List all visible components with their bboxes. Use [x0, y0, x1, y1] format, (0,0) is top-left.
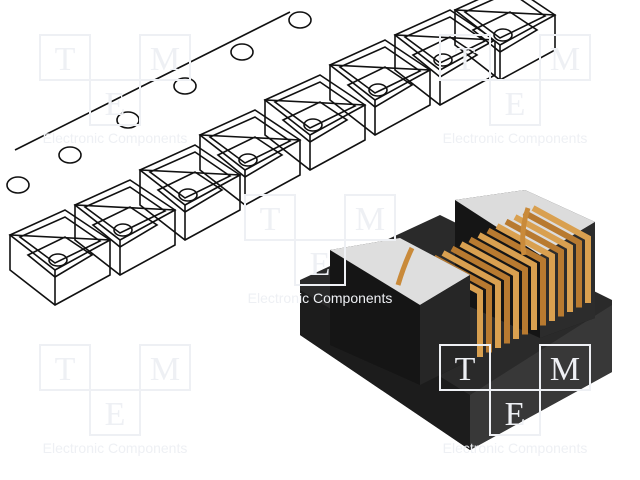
- tape-pocket: [138, 144, 242, 241]
- pocket-hole: [368, 83, 388, 97]
- watermark-letter: E: [505, 86, 526, 123]
- winding-turn: [486, 227, 546, 326]
- pocket-inner-rim: [18, 216, 102, 264]
- watermark-box: [539, 344, 591, 391]
- watermark-letter: M: [355, 201, 385, 238]
- watermark-box: [39, 344, 91, 391]
- watermark-box: [344, 194, 396, 241]
- winding-turn: [459, 241, 519, 339]
- sprocket-hole: [6, 176, 30, 194]
- winding-turn: [495, 223, 555, 321]
- pocket-floor: [91, 206, 159, 248]
- watermark-letter: E: [310, 246, 331, 283]
- pocket-hole: [493, 28, 513, 42]
- pocket-inner-rim: [208, 116, 292, 164]
- pocket-floor: [346, 66, 414, 108]
- sprocket-hole: [58, 146, 82, 164]
- pocket-wall: [329, 64, 431, 136]
- pocket-hole: [178, 188, 198, 202]
- watermark-logo: T ME Electronic Components: [439, 344, 591, 456]
- watermark-box: [89, 389, 141, 436]
- watermark-letter: T: [55, 351, 76, 388]
- tape-pocket: [73, 179, 177, 276]
- watermark-tagline: Electronic Components: [43, 440, 188, 456]
- watermark-tagline: Electronic Components: [443, 130, 588, 146]
- pocket-wall: [199, 134, 301, 206]
- watermark-box: [439, 344, 491, 391]
- watermark-box: [489, 389, 541, 436]
- pocket-floor: [411, 36, 479, 78]
- watermark-letter: M: [550, 351, 580, 388]
- watermark-tagline: Electronic Components: [248, 290, 393, 306]
- pocket-inner-rim: [338, 46, 422, 94]
- inductor-component: [300, 190, 612, 450]
- watermark-box: [139, 344, 191, 391]
- watermark-logo: T ME Electronic Components: [39, 344, 191, 456]
- watermark-box: [89, 79, 141, 126]
- tape-pocket: [8, 209, 112, 306]
- pocket-wall: [264, 99, 366, 171]
- watermark-letter: E: [505, 396, 526, 433]
- pocket-inner-rim: [463, 0, 547, 39]
- left-wire-lead: [395, 246, 415, 286]
- copper-winding: [423, 205, 591, 357]
- pocket-floor: [26, 236, 94, 278]
- watermark-logo: T ME Electronic Components: [439, 34, 591, 146]
- pocket-wall: [74, 204, 176, 276]
- watermark-letter: T: [260, 201, 281, 238]
- pocket-hole: [238, 153, 258, 167]
- pocket-wall: [9, 234, 111, 306]
- pocket-floor: [156, 171, 224, 213]
- watermark-logo: T ME Electronic Components: [244, 194, 396, 306]
- sprocket-hole: [173, 77, 197, 95]
- watermark-letter: T: [455, 41, 476, 78]
- watermark-box: [294, 239, 346, 286]
- watermark-letter: M: [150, 41, 180, 78]
- pocket-inner-rim: [83, 186, 167, 234]
- tape-pocket: [263, 74, 367, 171]
- pocket-wall: [394, 34, 496, 106]
- pocket-hole: [48, 253, 68, 267]
- pocket-hole: [303, 118, 323, 132]
- pocket-hole: [433, 53, 453, 67]
- winding-turn: [450, 245, 510, 344]
- winding-turn: [522, 209, 582, 308]
- left-terminal-face: [420, 275, 470, 385]
- watermark-box: [539, 34, 591, 81]
- watermark-letter: M: [150, 351, 180, 388]
- watermark-tagline: Electronic Components: [43, 130, 188, 146]
- pocket-inner-rim: [148, 151, 232, 199]
- tape-pocket: [328, 39, 432, 136]
- watermark-logo: T ME Electronic Components: [39, 34, 191, 146]
- watermark-box: [489, 79, 541, 126]
- winding-turn: [468, 236, 528, 335]
- pocket-wall: [139, 169, 241, 241]
- pocket-hole: [113, 223, 133, 237]
- pocket-floor: [216, 136, 284, 178]
- winding-turn: [531, 205, 591, 303]
- pocket-inner-rim: [403, 16, 487, 64]
- watermark-letter: T: [55, 41, 76, 78]
- winding-turn: [513, 214, 573, 312]
- sprocket-hole: [288, 11, 312, 29]
- sprocket-hole: [230, 43, 254, 61]
- pocket-wall: [454, 9, 556, 81]
- watermark-box: [439, 34, 491, 81]
- watermark-letter: T: [455, 351, 476, 388]
- pocket-inner-rim: [273, 81, 357, 129]
- winding-turn: [441, 250, 501, 348]
- right-wire-lead: [520, 207, 531, 256]
- watermark-letter: E: [105, 86, 126, 123]
- watermark-letter: M: [550, 41, 580, 78]
- winding-turn: [477, 232, 537, 330]
- watermark-letter: E: [105, 396, 126, 433]
- watermark-box: [244, 194, 296, 241]
- watermark-box: [39, 34, 91, 81]
- watermark-tagline: Electronic Components: [443, 440, 588, 456]
- pocket-floor: [281, 101, 349, 143]
- watermark-box: [139, 34, 191, 81]
